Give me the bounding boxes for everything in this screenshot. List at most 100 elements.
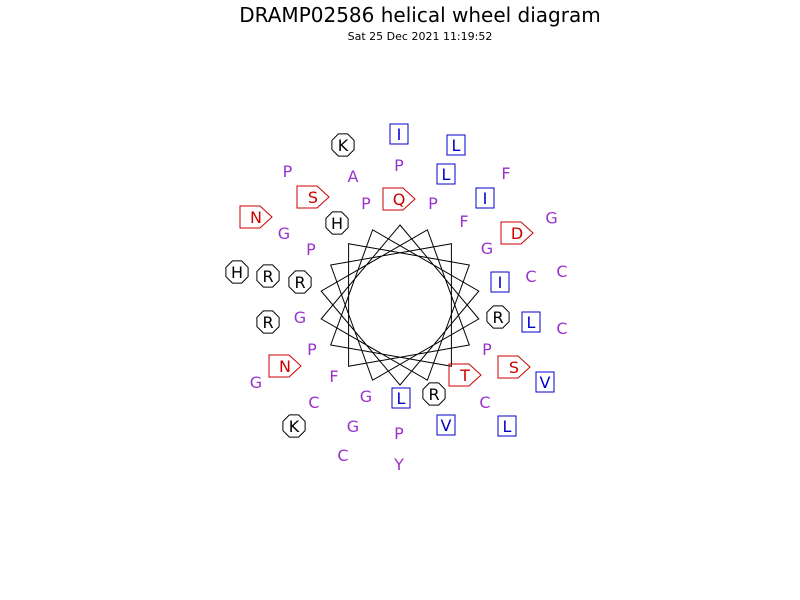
residue-square-marker (391, 387, 411, 409)
residue-25: Q (382, 187, 416, 211)
residue-letter: P (361, 194, 371, 213)
residue-letter: H (331, 214, 343, 233)
residue-1: I (389, 123, 409, 145)
residue-letter: F (501, 164, 510, 183)
residue-12: V (436, 414, 456, 436)
residue-7: L (521, 311, 541, 333)
residue-11: L (497, 415, 517, 437)
residue-letter: C (556, 319, 567, 338)
residue-letter: G (360, 387, 372, 406)
residue-letter: I (498, 273, 503, 292)
residue-31: F (459, 212, 468, 231)
residue-letter: R (262, 313, 273, 332)
residue-letter: N (279, 357, 291, 376)
residue-52: G (545, 209, 557, 228)
residue-letter: F (329, 367, 338, 386)
residue-letter: R (492, 308, 503, 327)
residue-pentagon-marker (448, 363, 482, 387)
residue-letter: C (479, 393, 490, 412)
residue-20: H (225, 260, 249, 284)
residue-letter: G (347, 417, 359, 436)
residue-square-marker (521, 311, 541, 333)
residue-18: R (256, 264, 280, 288)
residue-50: G (250, 373, 262, 392)
residue-letter: P (306, 240, 316, 259)
residue-square-marker (389, 123, 409, 145)
residue-letter: G (294, 308, 306, 327)
residue-octagon-marker (288, 270, 312, 294)
residue-letter: H (231, 263, 243, 282)
residue-17: R (256, 310, 280, 334)
residue-42: G (347, 417, 359, 436)
residue-letter: L (397, 389, 406, 408)
residue-letter: Q (393, 190, 406, 209)
residue-letter: R (428, 385, 439, 404)
residue-octagon-marker (256, 264, 280, 288)
residue-44: C (308, 393, 319, 412)
residue-letter: K (289, 417, 300, 436)
residue-3: L (436, 163, 456, 185)
residue-15: K (282, 414, 306, 438)
helix-backbone-star (320, 224, 480, 386)
residue-letter: N (250, 208, 262, 227)
residue-36: P (482, 340, 492, 359)
residue-pentagon-marker (382, 187, 416, 211)
residue-pentagon-marker (296, 185, 330, 209)
residue-letter: G (545, 209, 557, 228)
residue-letter: P (428, 194, 438, 213)
residue-34: C (556, 262, 567, 281)
residue-letter: T (459, 366, 470, 385)
residue-letter: I (483, 189, 488, 208)
residue-24: K (331, 133, 355, 157)
residue-39: P (394, 424, 404, 443)
residue-square-marker (436, 414, 456, 436)
residue-37: C (479, 393, 490, 412)
residue-5: D (500, 221, 534, 245)
residue-letter: P (394, 424, 404, 443)
residue-letter: G (481, 239, 493, 258)
residue-46: P (307, 340, 317, 359)
residue-letter: V (540, 373, 551, 392)
residue-40: Y (393, 455, 404, 474)
residue-13: R (486, 305, 510, 329)
residue-35: C (556, 319, 567, 338)
residue-letter: R (294, 273, 305, 292)
residue-pentagon-marker (500, 221, 534, 245)
residue-pentagon-marker (497, 355, 531, 379)
residue-pentagon-marker (268, 354, 302, 378)
residue-14: R (422, 382, 446, 406)
residue-letter: S (509, 358, 519, 377)
residue-10: T (448, 363, 482, 387)
residue-letter: F (459, 212, 468, 231)
backbone-star (320, 224, 480, 386)
diagram-title: DRAMP02586 helical wheel diagram (239, 3, 600, 27)
residue-51: P (283, 162, 293, 181)
residue-letter: P (482, 340, 492, 359)
residue-23: H (325, 211, 349, 235)
residue-letter: R (262, 267, 273, 286)
residue-square-marker (490, 271, 510, 293)
residue-47: G (294, 308, 306, 327)
residue-32: G (481, 239, 493, 258)
residue-letter: L (442, 165, 451, 184)
residue-letter: G (250, 373, 262, 392)
residue-letter: V (441, 416, 452, 435)
residue-square-marker (535, 371, 555, 393)
residue-33: C (525, 267, 536, 286)
residue-21: N (239, 205, 273, 229)
residue-43: G (360, 387, 372, 406)
residue-30: F (501, 164, 510, 183)
residue-19: R (288, 270, 312, 294)
residue-28: P (361, 194, 371, 213)
residue-letter: C (308, 393, 319, 412)
residue-6: I (490, 271, 510, 293)
residue-9: S (497, 355, 531, 379)
residue-letter: D (511, 224, 523, 243)
residue-letter: C (525, 267, 536, 286)
residue-letter: P (307, 340, 317, 359)
residue-square-marker (497, 415, 517, 437)
residue-letter: L (527, 313, 536, 332)
residue-octagon-marker (325, 211, 349, 235)
residue-square-marker (446, 134, 466, 156)
